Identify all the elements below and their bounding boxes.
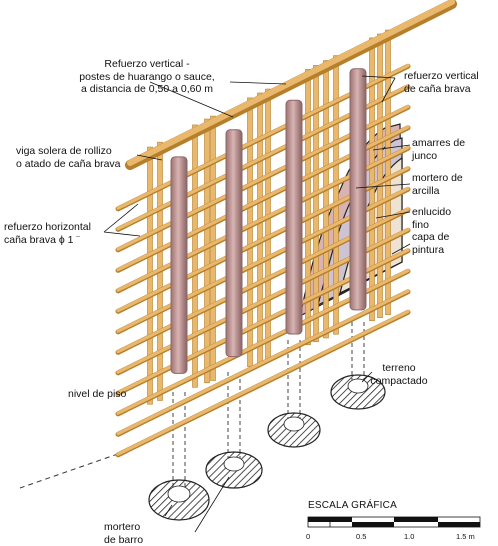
vertical-cane-15 <box>385 29 391 315</box>
cane-grid <box>115 0 457 458</box>
label-compacted-soil: terreno compactado <box>370 362 428 387</box>
vertical-cane-6 <box>247 97 253 367</box>
vertical-cane-11 <box>323 60 329 339</box>
vertical-cane-10 <box>313 65 319 343</box>
label-fine-plaster: enlucido fino <box>412 206 452 231</box>
vertical-post-3 <box>285 99 303 335</box>
vertical-cane-4 <box>204 118 210 384</box>
scale-tick-0-5: 0.5 <box>356 532 367 541</box>
footings <box>148 374 386 521</box>
graphic-scale <box>307 516 481 528</box>
sole-plate-beam-fill <box>127 0 455 166</box>
vertical-cane-5 <box>210 115 216 381</box>
scale-tick-1-5: 1.5 m <box>456 532 475 541</box>
scale-tick-1-0: 1.0 <box>404 532 415 541</box>
label-vertical-posts: Refuerzo vertical - postes de huarango o… <box>79 58 215 95</box>
label-sole-plate: viga solera de rollizo o atado de caña b… <box>16 145 121 170</box>
label-vertical-cane: refuerzo vertical de caña brava <box>404 70 479 95</box>
label-mud-mortar: mortero de barro <box>104 521 144 546</box>
vertical-cane-14 <box>377 33 383 318</box>
vertical-post-2 <box>225 129 243 358</box>
vertical-post-4 <box>349 68 367 311</box>
label-clay-mortar: mortero de arcilla <box>412 172 463 197</box>
vertical-post-1 <box>170 156 188 374</box>
label-floor-level: nivel de piso <box>68 388 127 400</box>
label-horizontal-cane: refuerzo horizontal caña brava ϕ 1 ¨ <box>4 221 91 246</box>
vertical-cane-13 <box>369 37 375 321</box>
leader-lines <box>103 75 411 533</box>
scale-tick-0: 0 <box>306 532 311 541</box>
label-paint-coat: capa de pintura <box>412 231 450 256</box>
vertical-cane-9 <box>305 69 311 346</box>
horizontal-cane-fill-13 <box>116 309 410 456</box>
vertical-cane-12 <box>333 55 339 335</box>
horizontal-cane-fill-12 <box>116 289 410 436</box>
label-ties: amarres de junco <box>412 137 466 162</box>
scale-title: ESCALA GRÁFICA <box>308 500 397 511</box>
